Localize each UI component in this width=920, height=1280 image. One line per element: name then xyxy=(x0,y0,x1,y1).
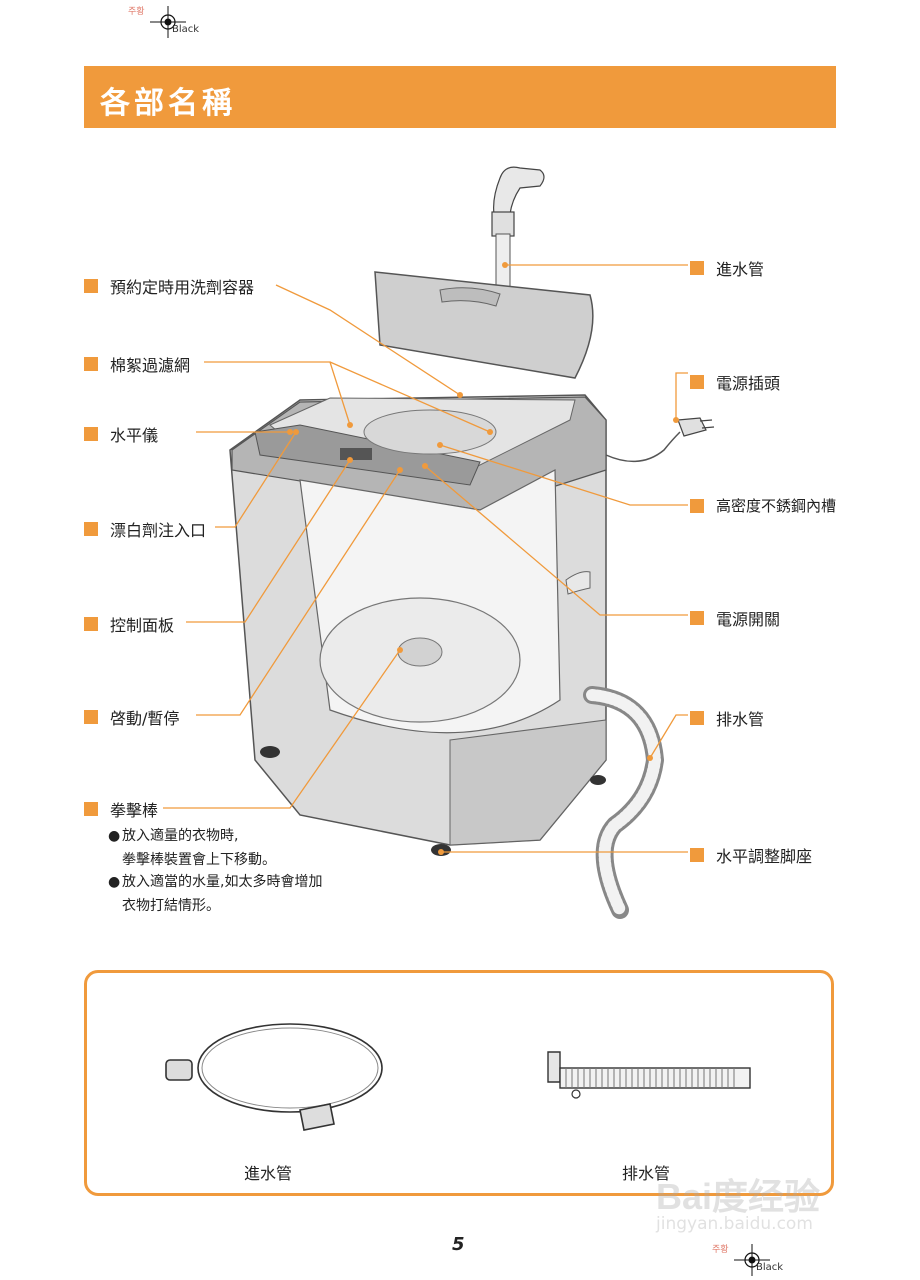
label-lint-filter: 棉絮過濾網 xyxy=(84,352,190,376)
watermark-brand: Bai度经验 xyxy=(656,1176,821,1217)
label-control-panel: 控制面板 xyxy=(84,612,174,636)
square-bullet-icon xyxy=(84,427,98,441)
registration-mark-top: 주황 Black xyxy=(128,4,218,40)
drain-hose-illustration xyxy=(583,686,665,919)
crosshair-icon xyxy=(150,6,186,38)
label-level-gauge: 水平儀 xyxy=(84,422,158,446)
registration-mark-bottom: 주황 Black xyxy=(712,1242,802,1278)
label-power-plug: 電源插頭 xyxy=(690,370,780,394)
baidu-watermark: Bai度经验 jingyan.baidu.com xyxy=(650,1140,870,1250)
bullet-dot-icon: ● xyxy=(108,828,121,844)
square-bullet-icon xyxy=(690,611,704,625)
square-bullet-icon xyxy=(690,711,704,725)
washing-machine-diagram xyxy=(163,166,715,919)
bullet-dot-icon: ● xyxy=(108,874,121,890)
label-pulsator: 拳擊棒 xyxy=(84,797,158,821)
accessory-label-drain-hose: 排水管 xyxy=(622,1164,671,1183)
watermark-url: jingyan.baidu.com xyxy=(656,1214,813,1234)
registration-color: Black xyxy=(756,1262,784,1273)
page-title: 各部名稱 xyxy=(100,86,236,121)
label-detergent-dispenser: 預約定時用洗劑容器 xyxy=(84,274,254,298)
registration-color: Black xyxy=(172,24,200,35)
square-bullet-icon xyxy=(84,617,98,631)
square-bullet-icon xyxy=(84,522,98,536)
label-bleach-inlet: 漂白劑注入口 xyxy=(84,517,206,541)
note-2: ●放入適當的水量,如太多時會增加 衣物打結情形。 xyxy=(108,870,322,918)
accessories-box xyxy=(84,970,834,1196)
label-drain-hose: 排水管 xyxy=(690,706,764,730)
accessory-label-inlet-hose: 進水管 xyxy=(244,1164,293,1183)
square-bullet-icon xyxy=(690,375,704,389)
square-bullet-icon xyxy=(84,710,98,724)
title-bar: 各部名稱 xyxy=(84,66,836,128)
label-power-switch: 電源開關 xyxy=(690,606,780,630)
crosshair-icon xyxy=(734,1244,770,1276)
label-start-pause: 啓動/暫停 xyxy=(84,705,179,729)
square-bullet-icon xyxy=(84,357,98,371)
square-bullet-icon xyxy=(690,261,704,275)
leader-lines xyxy=(163,264,688,853)
registration-korean: 주황 xyxy=(712,1245,729,1255)
label-stainless-tub: 高密度不銹鋼內槽 xyxy=(690,495,836,516)
leader-dots xyxy=(287,262,679,855)
square-bullet-icon xyxy=(690,498,704,513)
page-number: 5 xyxy=(452,1234,465,1255)
registration-korean: 주황 xyxy=(128,7,145,17)
label-inlet-hose: 進水管 xyxy=(690,256,764,280)
power-plug-illustration xyxy=(605,417,715,463)
note-1: ●放入適量的衣物時, 拳擊棒裝置會上下移動。 xyxy=(108,824,276,872)
label-leveling-foot: 水平調整脚座 xyxy=(690,843,812,867)
square-bullet-icon xyxy=(690,848,704,862)
faucet-illustration xyxy=(491,166,545,295)
square-bullet-icon xyxy=(84,802,98,816)
square-bullet-icon xyxy=(84,279,98,293)
machine-body xyxy=(229,271,607,856)
